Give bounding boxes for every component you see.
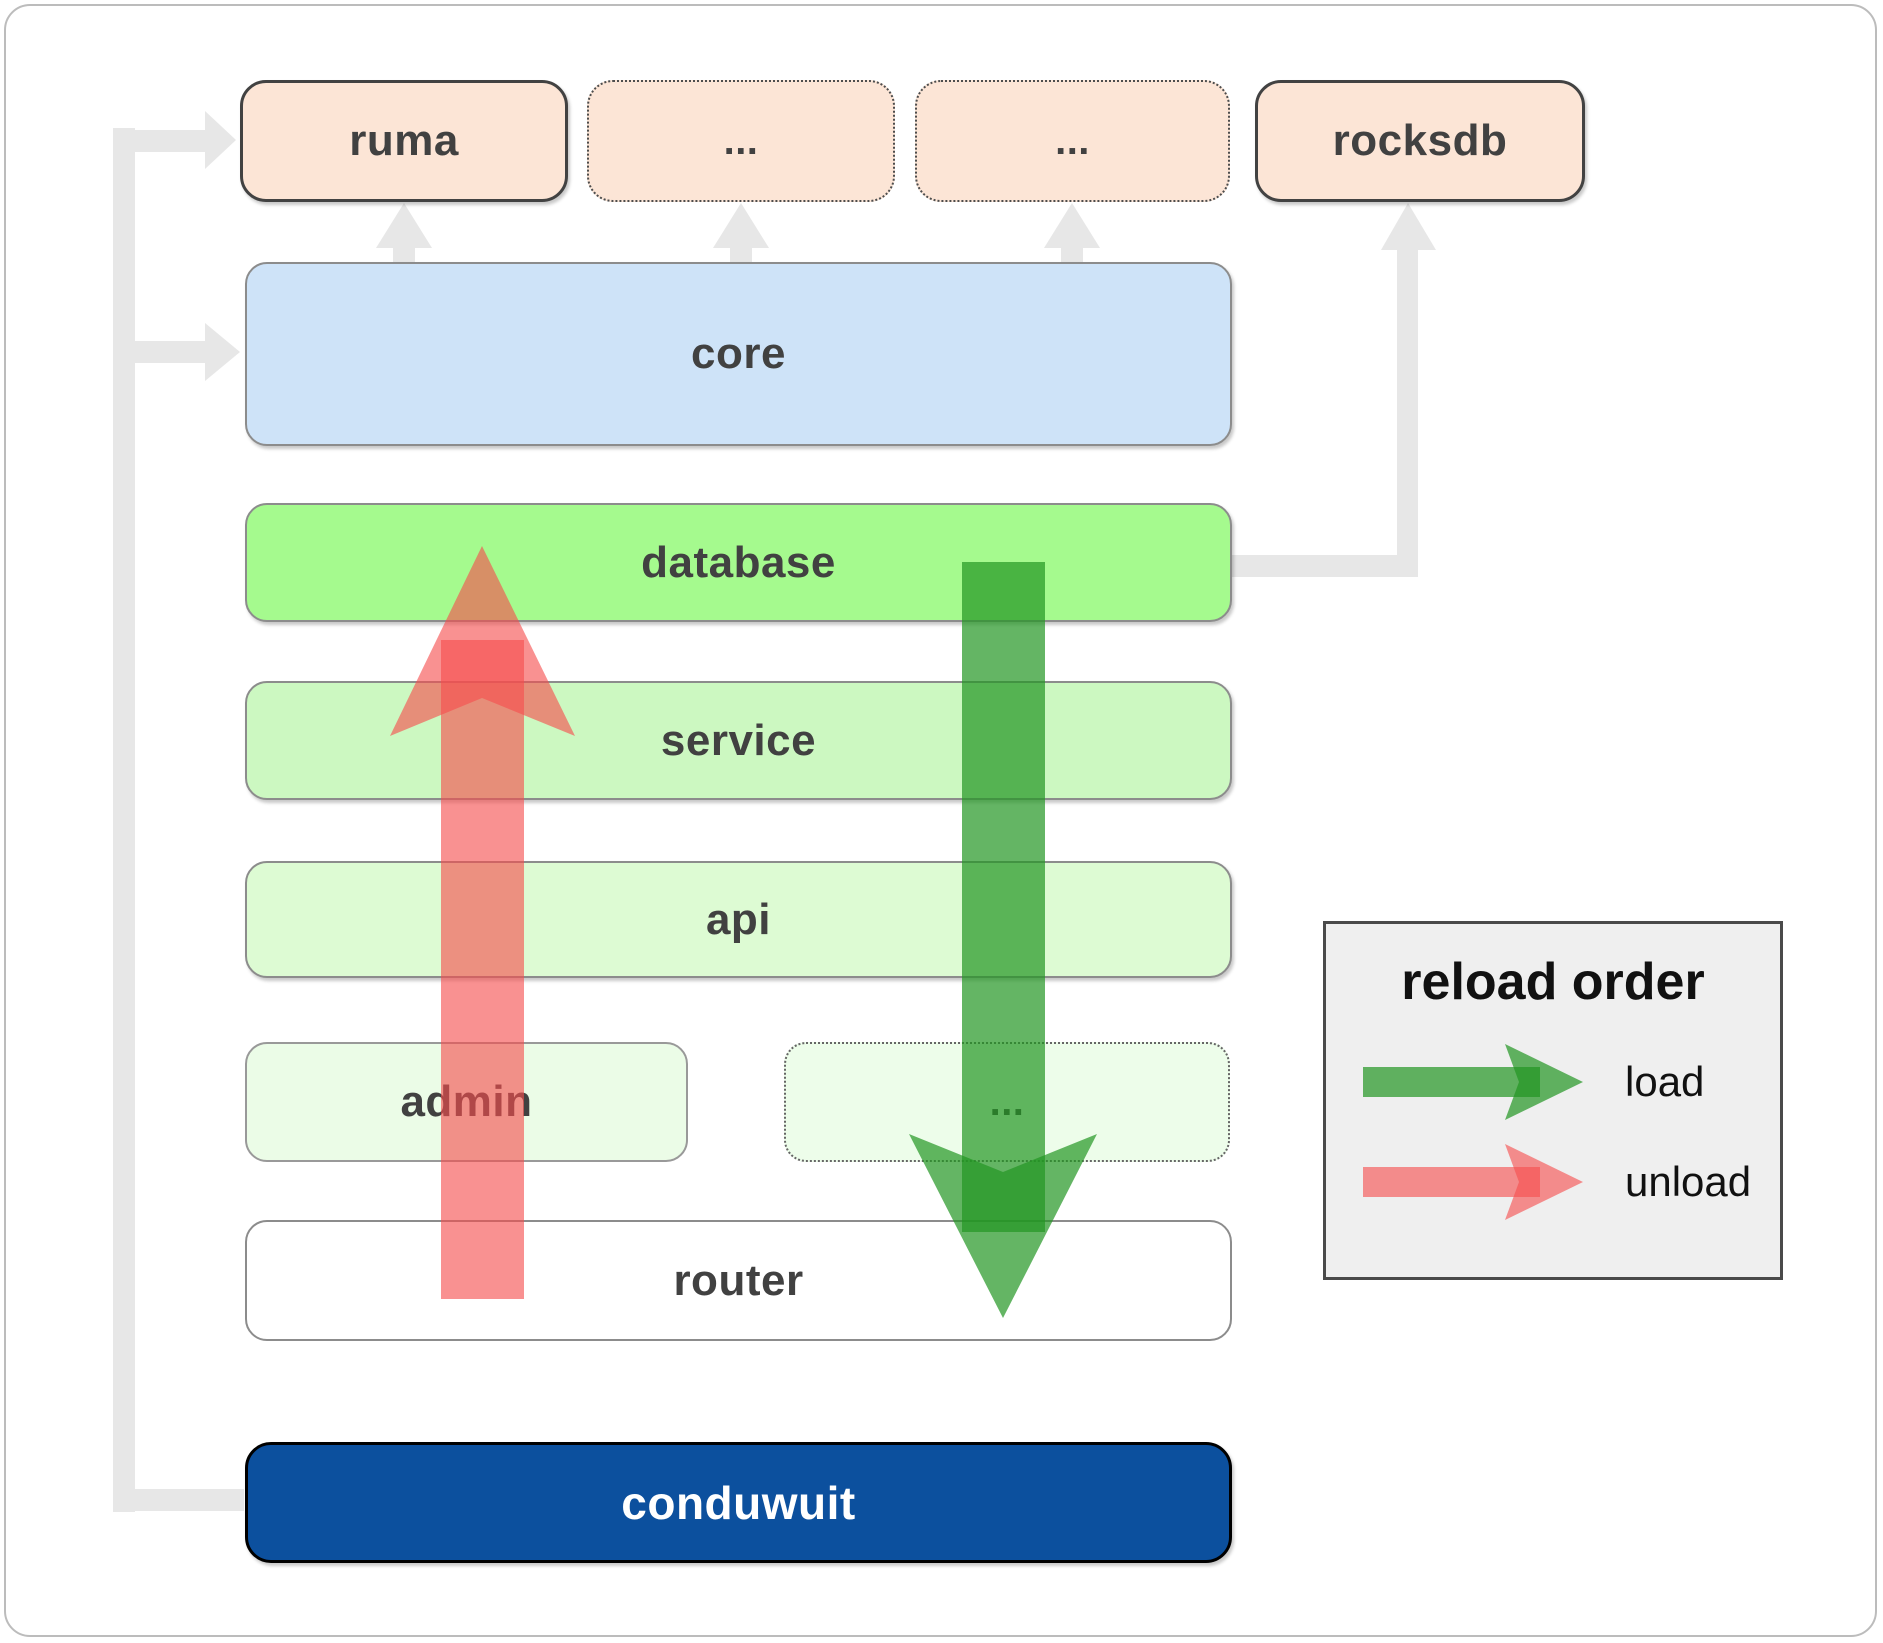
box-service-label: service	[660, 715, 817, 765]
box-api: api	[245, 861, 1232, 978]
box-dependency-etc-1-label: ...	[723, 118, 759, 163]
box-rocksdb-label: rocksdb	[1332, 116, 1508, 165]
box-database-label: database	[641, 537, 836, 587]
box-router-label: router	[673, 1255, 804, 1305]
box-dependency-etc-2-label: ...	[1055, 118, 1090, 163]
legend-reload-order: reload order	[1323, 921, 1783, 1280]
legend-load-label: load	[1625, 1058, 1705, 1105]
box-api-label: api	[705, 894, 772, 944]
box-conduwuit-label: conduwuit	[621, 1476, 856, 1529]
diagram-frame	[4, 4, 1877, 1637]
legend-unload-label: unload	[1625, 1158, 1752, 1205]
box-admin-label: admin	[400, 1077, 533, 1126]
box-admin-etc: ...	[784, 1042, 1230, 1162]
box-dependency-etc-1: ...	[587, 80, 895, 202]
box-router: router	[245, 1220, 1232, 1341]
box-service: service	[245, 681, 1232, 800]
box-admin-etc-label: ...	[989, 1079, 1025, 1124]
box-ruma: ruma	[240, 80, 568, 202]
box-admin: admin	[245, 1042, 688, 1162]
box-ruma-label: ruma	[349, 116, 459, 165]
box-core: core	[245, 262, 1232, 446]
box-core-label: core	[691, 329, 786, 378]
legend-title: reload order	[1401, 953, 1705, 1011]
box-conduwuit: conduwuit	[245, 1442, 1232, 1563]
box-rocksdb: rocksdb	[1255, 80, 1585, 202]
box-database: database	[245, 503, 1232, 622]
box-dependency-etc-2: ...	[915, 80, 1230, 202]
